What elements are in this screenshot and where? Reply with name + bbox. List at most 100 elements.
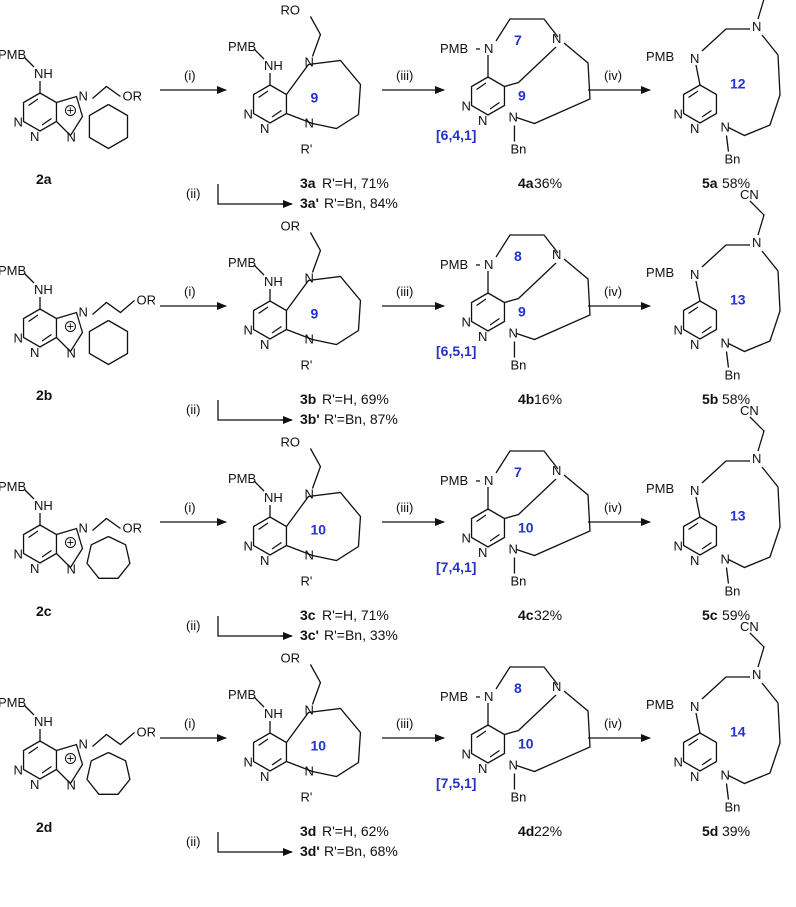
double-bond xyxy=(489,101,500,110)
compound-id-4: 4d xyxy=(518,823,534,839)
macro-ring xyxy=(285,275,362,346)
ring-nitrogen: N xyxy=(720,120,729,135)
or-group: OR xyxy=(280,651,300,666)
or-group: OR xyxy=(136,293,156,308)
or-group: OR xyxy=(122,89,142,104)
ring-nitrogen: N xyxy=(14,763,23,778)
ring-nitrogen: N xyxy=(66,346,75,361)
bracket-notation: [6,4,1] xyxy=(436,127,476,143)
compound-id-3p: 3d' xyxy=(300,843,320,859)
ring-nitrogen: N xyxy=(244,323,253,338)
ring-nitrogen: N xyxy=(752,451,761,466)
ring-nitrogen: N xyxy=(260,337,269,352)
ring-nitrogen: N xyxy=(478,545,487,560)
macro-ring xyxy=(285,707,362,778)
ring-nitrogen: N xyxy=(484,473,493,488)
bond xyxy=(695,712,701,734)
double-bond xyxy=(701,109,712,118)
pmb-group: PMB xyxy=(646,49,674,64)
side-chain xyxy=(309,664,322,705)
ring-nitrogen: N xyxy=(304,764,313,779)
double-bond xyxy=(271,757,282,766)
double-bond xyxy=(271,541,282,550)
compound-id-2: 2b xyxy=(36,387,52,403)
or-group: RO xyxy=(280,435,300,450)
bn-group: Bn xyxy=(724,152,740,167)
yield-3p: R'=Bn, 33% xyxy=(324,627,398,643)
double-bond xyxy=(701,757,712,766)
ring-nitrogen: N xyxy=(484,257,493,272)
bn-group: Bn xyxy=(724,368,740,383)
double-bond xyxy=(476,82,487,91)
nitrogen-plus: N xyxy=(78,737,87,752)
double-bond xyxy=(271,109,282,118)
pyrimidine-ring xyxy=(682,84,718,124)
pyrimidine-ring xyxy=(252,300,288,340)
ring-nitrogen: N xyxy=(690,337,699,352)
yield-4: 22% xyxy=(534,823,562,839)
compound-id-5: 5c xyxy=(702,607,718,623)
ring-nitrogen: N xyxy=(66,778,75,793)
cyanomethyl xyxy=(749,416,765,452)
ring-nitrogen: N xyxy=(674,107,683,122)
compound-id-4: 4c xyxy=(518,607,534,623)
ring-size-4-top: 8 xyxy=(514,680,522,696)
ring-nitrogen: N xyxy=(304,332,313,347)
ring-nitrogen: N xyxy=(690,483,699,498)
nitrogen-plus: N xyxy=(78,89,87,104)
pmb-group: PMB xyxy=(0,479,26,494)
or-group: OR xyxy=(122,521,142,536)
pyrimidine-ring xyxy=(252,84,288,124)
double-bond xyxy=(688,522,699,531)
ring-nitrogen: N xyxy=(462,99,471,114)
side-chain xyxy=(92,732,135,747)
chain-top xyxy=(701,244,750,268)
chain-top xyxy=(701,28,750,52)
ring-nitrogen: N xyxy=(304,487,313,502)
compound-id-3p: 3c' xyxy=(300,627,319,643)
nitrogen-plus: N xyxy=(78,521,87,536)
ring-size-5: 13 xyxy=(730,292,746,308)
bond xyxy=(695,496,701,518)
ring-nitrogen: N xyxy=(244,107,253,122)
compound-id-2: 2d xyxy=(36,819,52,835)
charge-circle xyxy=(64,105,76,116)
pmb-group: PMB xyxy=(228,39,256,54)
step-iii-label: (iii) xyxy=(396,68,413,83)
step-i-label: (i) xyxy=(184,716,196,731)
double-bond xyxy=(688,90,699,99)
cn-group: CN xyxy=(740,187,759,202)
bracket-notation: [7,4,1] xyxy=(436,559,476,575)
pyrimidine-ring xyxy=(470,292,506,332)
ring-nitrogen: N xyxy=(14,547,23,562)
saturated-ring xyxy=(88,103,129,150)
pmb-group: PMB xyxy=(440,257,468,272)
nitrogen-plus: N xyxy=(78,305,87,320)
pyrimidine-ring xyxy=(22,308,58,348)
pyrimidine-ring xyxy=(22,524,58,564)
pmb-group: PMB xyxy=(440,689,468,704)
double-bond xyxy=(41,765,52,774)
or-group: OR xyxy=(280,219,300,234)
compound-id-3: 3b xyxy=(300,391,316,407)
ring-nitrogen: N xyxy=(478,761,487,776)
yield-3: R'=H, 62% xyxy=(322,823,389,839)
step-iv-label: (iv) xyxy=(604,716,622,731)
step-i-label: (i) xyxy=(184,284,196,299)
double-bond xyxy=(489,749,500,758)
ring-nitrogen: N xyxy=(30,345,39,360)
cn-group: CN xyxy=(740,403,759,418)
ring-nitrogen: N xyxy=(30,561,39,576)
macro-ring xyxy=(285,59,362,130)
r-prime: R' xyxy=(300,142,312,157)
pyrimidine-ring xyxy=(470,724,506,764)
